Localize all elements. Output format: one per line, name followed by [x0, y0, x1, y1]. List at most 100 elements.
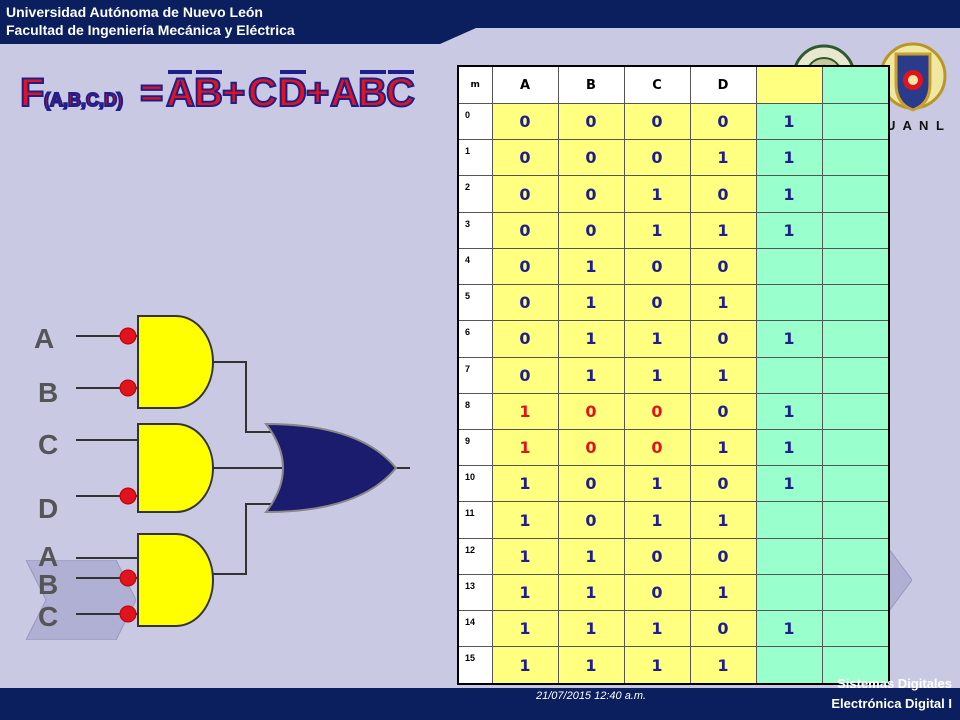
- header-d: D: [689, 65, 757, 104]
- bit-c-cell: 0: [623, 428, 691, 467]
- bit-d-cell: 0: [689, 610, 757, 648]
- bit-c-cell: 1: [623, 646, 691, 685]
- formula-f: F: [20, 71, 44, 115]
- or-gate: [263, 422, 398, 514]
- minterm-cell: 12: [457, 537, 493, 575]
- bit-d-cell: 0: [689, 102, 757, 141]
- header-output: [755, 65, 823, 104]
- minterm-cell: 8: [457, 392, 493, 430]
- bit-b-cell: 1: [557, 320, 625, 358]
- minterm-cell: 0: [457, 102, 493, 141]
- input-a2-label: A: [38, 541, 58, 572]
- inverter-bubbles: [119, 327, 137, 623]
- bit-b-cell: 1: [557, 247, 625, 286]
- bit-c-cell: 0: [623, 392, 691, 430]
- output-cell: [755, 537, 823, 575]
- and-gate-3: [137, 533, 214, 627]
- output-cell: [755, 646, 823, 685]
- university-name: Universidad Autónoma de Nuevo León: [6, 4, 263, 20]
- bit-b-cell: 1: [557, 537, 625, 575]
- bit-a-cell: 1: [491, 501, 559, 539]
- formula-term3-a: A: [330, 71, 359, 115]
- extra-cell: [821, 392, 890, 430]
- output-cell: 1: [755, 392, 823, 430]
- minterm-cell: 13: [457, 573, 493, 612]
- bit-d-cell: 1: [689, 284, 757, 322]
- minterm-cell: 3: [457, 211, 493, 249]
- bit-b-cell: 0: [557, 175, 625, 213]
- extra-cell: [821, 573, 890, 612]
- header-extra: [821, 65, 890, 104]
- extra-cell: [821, 102, 890, 141]
- bit-d-cell: 0: [689, 465, 757, 503]
- bit-a-cell: 0: [491, 175, 559, 213]
- bit-c-cell: 1: [623, 320, 691, 358]
- and-gate-1: [137, 315, 214, 409]
- output-cell: 1: [755, 139, 823, 177]
- input-a-label: A: [34, 323, 54, 354]
- header-m: m: [457, 65, 493, 104]
- bit-b-cell: 0: [557, 392, 625, 430]
- bit-a-cell: 1: [491, 537, 559, 575]
- bit-b-cell: 1: [557, 356, 625, 394]
- input-b2-label: B: [38, 569, 58, 600]
- output-cell: 1: [755, 428, 823, 467]
- minterm-cell: 5: [457, 284, 493, 322]
- output-cell: [755, 247, 823, 286]
- minterm-cell: 15: [457, 646, 493, 685]
- extra-cell: [821, 284, 890, 322]
- header-shape: [0, 0, 960, 44]
- output-cell: [755, 573, 823, 612]
- bit-a-cell: 1: [491, 465, 559, 503]
- bit-b-cell: 1: [557, 646, 625, 685]
- table-header-row: m A B C D: [457, 65, 890, 104]
- bit-a-cell: 1: [491, 646, 559, 685]
- bit-a-cell: 0: [491, 320, 559, 358]
- bit-a-cell: 1: [491, 573, 559, 612]
- minterm-cell: 9: [457, 428, 493, 467]
- bit-a-cell: 0: [491, 356, 559, 394]
- formula-term3-c: C: [386, 71, 415, 115]
- header-bar: Universidad Autónoma de Nuevo León Facul…: [0, 0, 960, 44]
- extra-cell: [821, 465, 890, 503]
- minterm-cell: 2: [457, 175, 493, 213]
- bit-a-cell: 1: [491, 392, 559, 430]
- bit-b-cell: 0: [557, 501, 625, 539]
- header-b: B: [557, 65, 625, 104]
- bit-a-cell: 1: [491, 428, 559, 467]
- slide-back-chevron-icon[interactable]: [26, 560, 136, 640]
- bit-a-cell: 1: [491, 610, 559, 648]
- output-cell: [755, 356, 823, 394]
- bit-d-cell: 1: [689, 139, 757, 177]
- bit-c-cell: 0: [623, 139, 691, 177]
- bit-a-cell: 0: [491, 102, 559, 141]
- bit-d-cell: 0: [689, 175, 757, 213]
- extra-cell: [821, 211, 890, 249]
- bit-a-cell: 0: [491, 284, 559, 322]
- bit-d-cell: 1: [689, 428, 757, 467]
- bit-b-cell: 1: [557, 573, 625, 612]
- footer-bar: 21/07/2015 12:40 a.m. Sistemas Digitales…: [0, 676, 960, 720]
- formula-equals: =: [140, 71, 163, 115]
- formula-term2-c: C: [248, 71, 277, 115]
- output-cell: 1: [755, 610, 823, 648]
- output-cell: 1: [755, 211, 823, 249]
- bit-d-cell: 0: [689, 537, 757, 575]
- minterm-cell: 1: [457, 139, 493, 177]
- slide-next-chevron-icon[interactable]: [886, 545, 912, 615]
- and-gate-2: [137, 423, 214, 513]
- minterm-cell: 4: [457, 247, 493, 286]
- footer-course-1: Sistemas Digitales: [837, 676, 952, 691]
- bit-b-cell: 0: [557, 465, 625, 503]
- bit-b-cell: 0: [557, 102, 625, 141]
